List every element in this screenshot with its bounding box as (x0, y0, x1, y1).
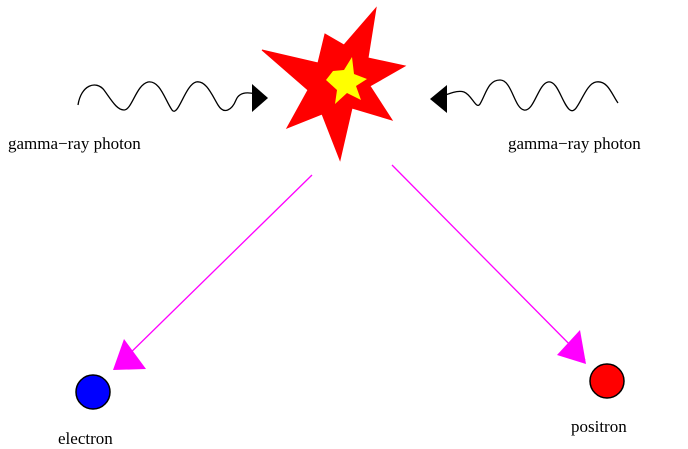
collision-burst-inner (326, 57, 367, 104)
left-photon-label: gamma−ray photon (8, 134, 141, 153)
positron-particle (589, 363, 625, 399)
electron-label: electron (58, 429, 113, 448)
left-photon-arrowhead (252, 84, 268, 112)
positron-trajectory (391, 164, 586, 361)
positron-label: positron (571, 417, 627, 436)
left-photon-wave (77, 81, 267, 112)
right-photon-wave (437, 79, 619, 112)
positron-trajectory-arrowhead (557, 330, 586, 364)
right-photon-label: gamma−ray photon (508, 134, 641, 153)
electron-trajectory-arrowhead (113, 339, 146, 370)
right-photon-arrowhead (430, 85, 447, 113)
electron-particle (75, 374, 111, 410)
electron-trajectory (117, 174, 313, 366)
